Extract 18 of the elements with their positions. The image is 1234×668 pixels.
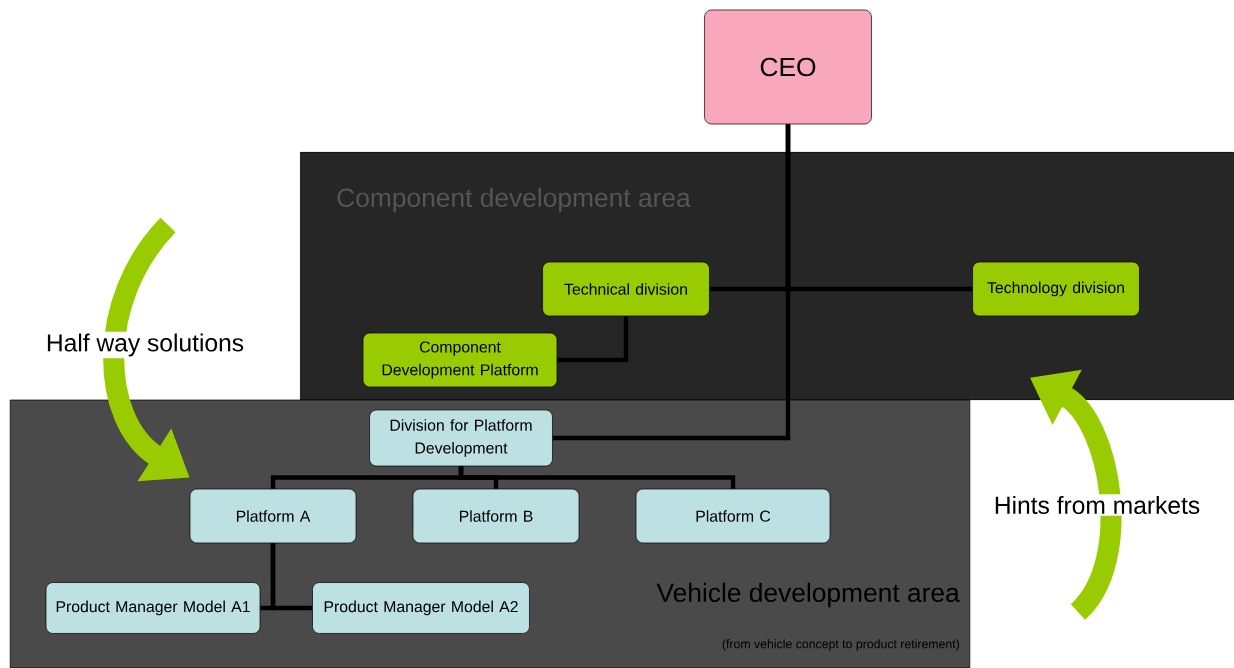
platform-box: Platform B (412, 488, 580, 544)
connector-line (270, 543, 313, 611)
edge-label: Half way solutions (44, 331, 246, 359)
division-box: Technology division (972, 261, 1140, 317)
ceo-box: CEO (704, 9, 872, 125)
division-box: Technical division (542, 261, 710, 317)
connector-line (458, 466, 736, 489)
connector-line (552, 124, 791, 441)
platform-box: Division for Platform Development (369, 409, 553, 467)
platform-box: Product Manager Model A2 (312, 582, 530, 634)
edge-label: Hints from markets (992, 494, 1202, 516)
connector-line (557, 316, 629, 363)
division-box: Component Development Platform (362, 332, 558, 388)
platform-box: Platform A (189, 488, 357, 544)
platform-box: Platform C (635, 488, 831, 544)
area-heading: Vehicle development area (656, 582, 960, 608)
area-subheading: (from vehicle concept to product retirement) (722, 639, 959, 651)
platform-box: Product Manager Model A1 (45, 582, 261, 634)
